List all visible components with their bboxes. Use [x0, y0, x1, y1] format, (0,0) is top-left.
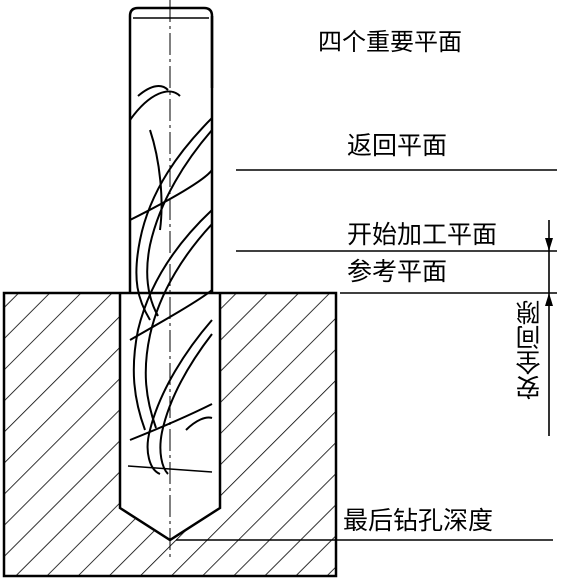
start-machining-plane-label: 开始加工平面	[347, 220, 498, 249]
safety-clearance-label: 安全间隙	[515, 300, 544, 400]
final-drilling-depth-label: 最后钻孔深度	[343, 506, 494, 535]
drill-bit	[118, 0, 222, 560]
reference-plane-label: 参考平面	[347, 257, 448, 286]
diagram-title: 四个重要平面	[318, 28, 462, 56]
plane-lines	[176, 169, 557, 541]
return-plane-label: 返回平面	[347, 131, 448, 160]
safety-clearance-dimension	[545, 220, 553, 436]
